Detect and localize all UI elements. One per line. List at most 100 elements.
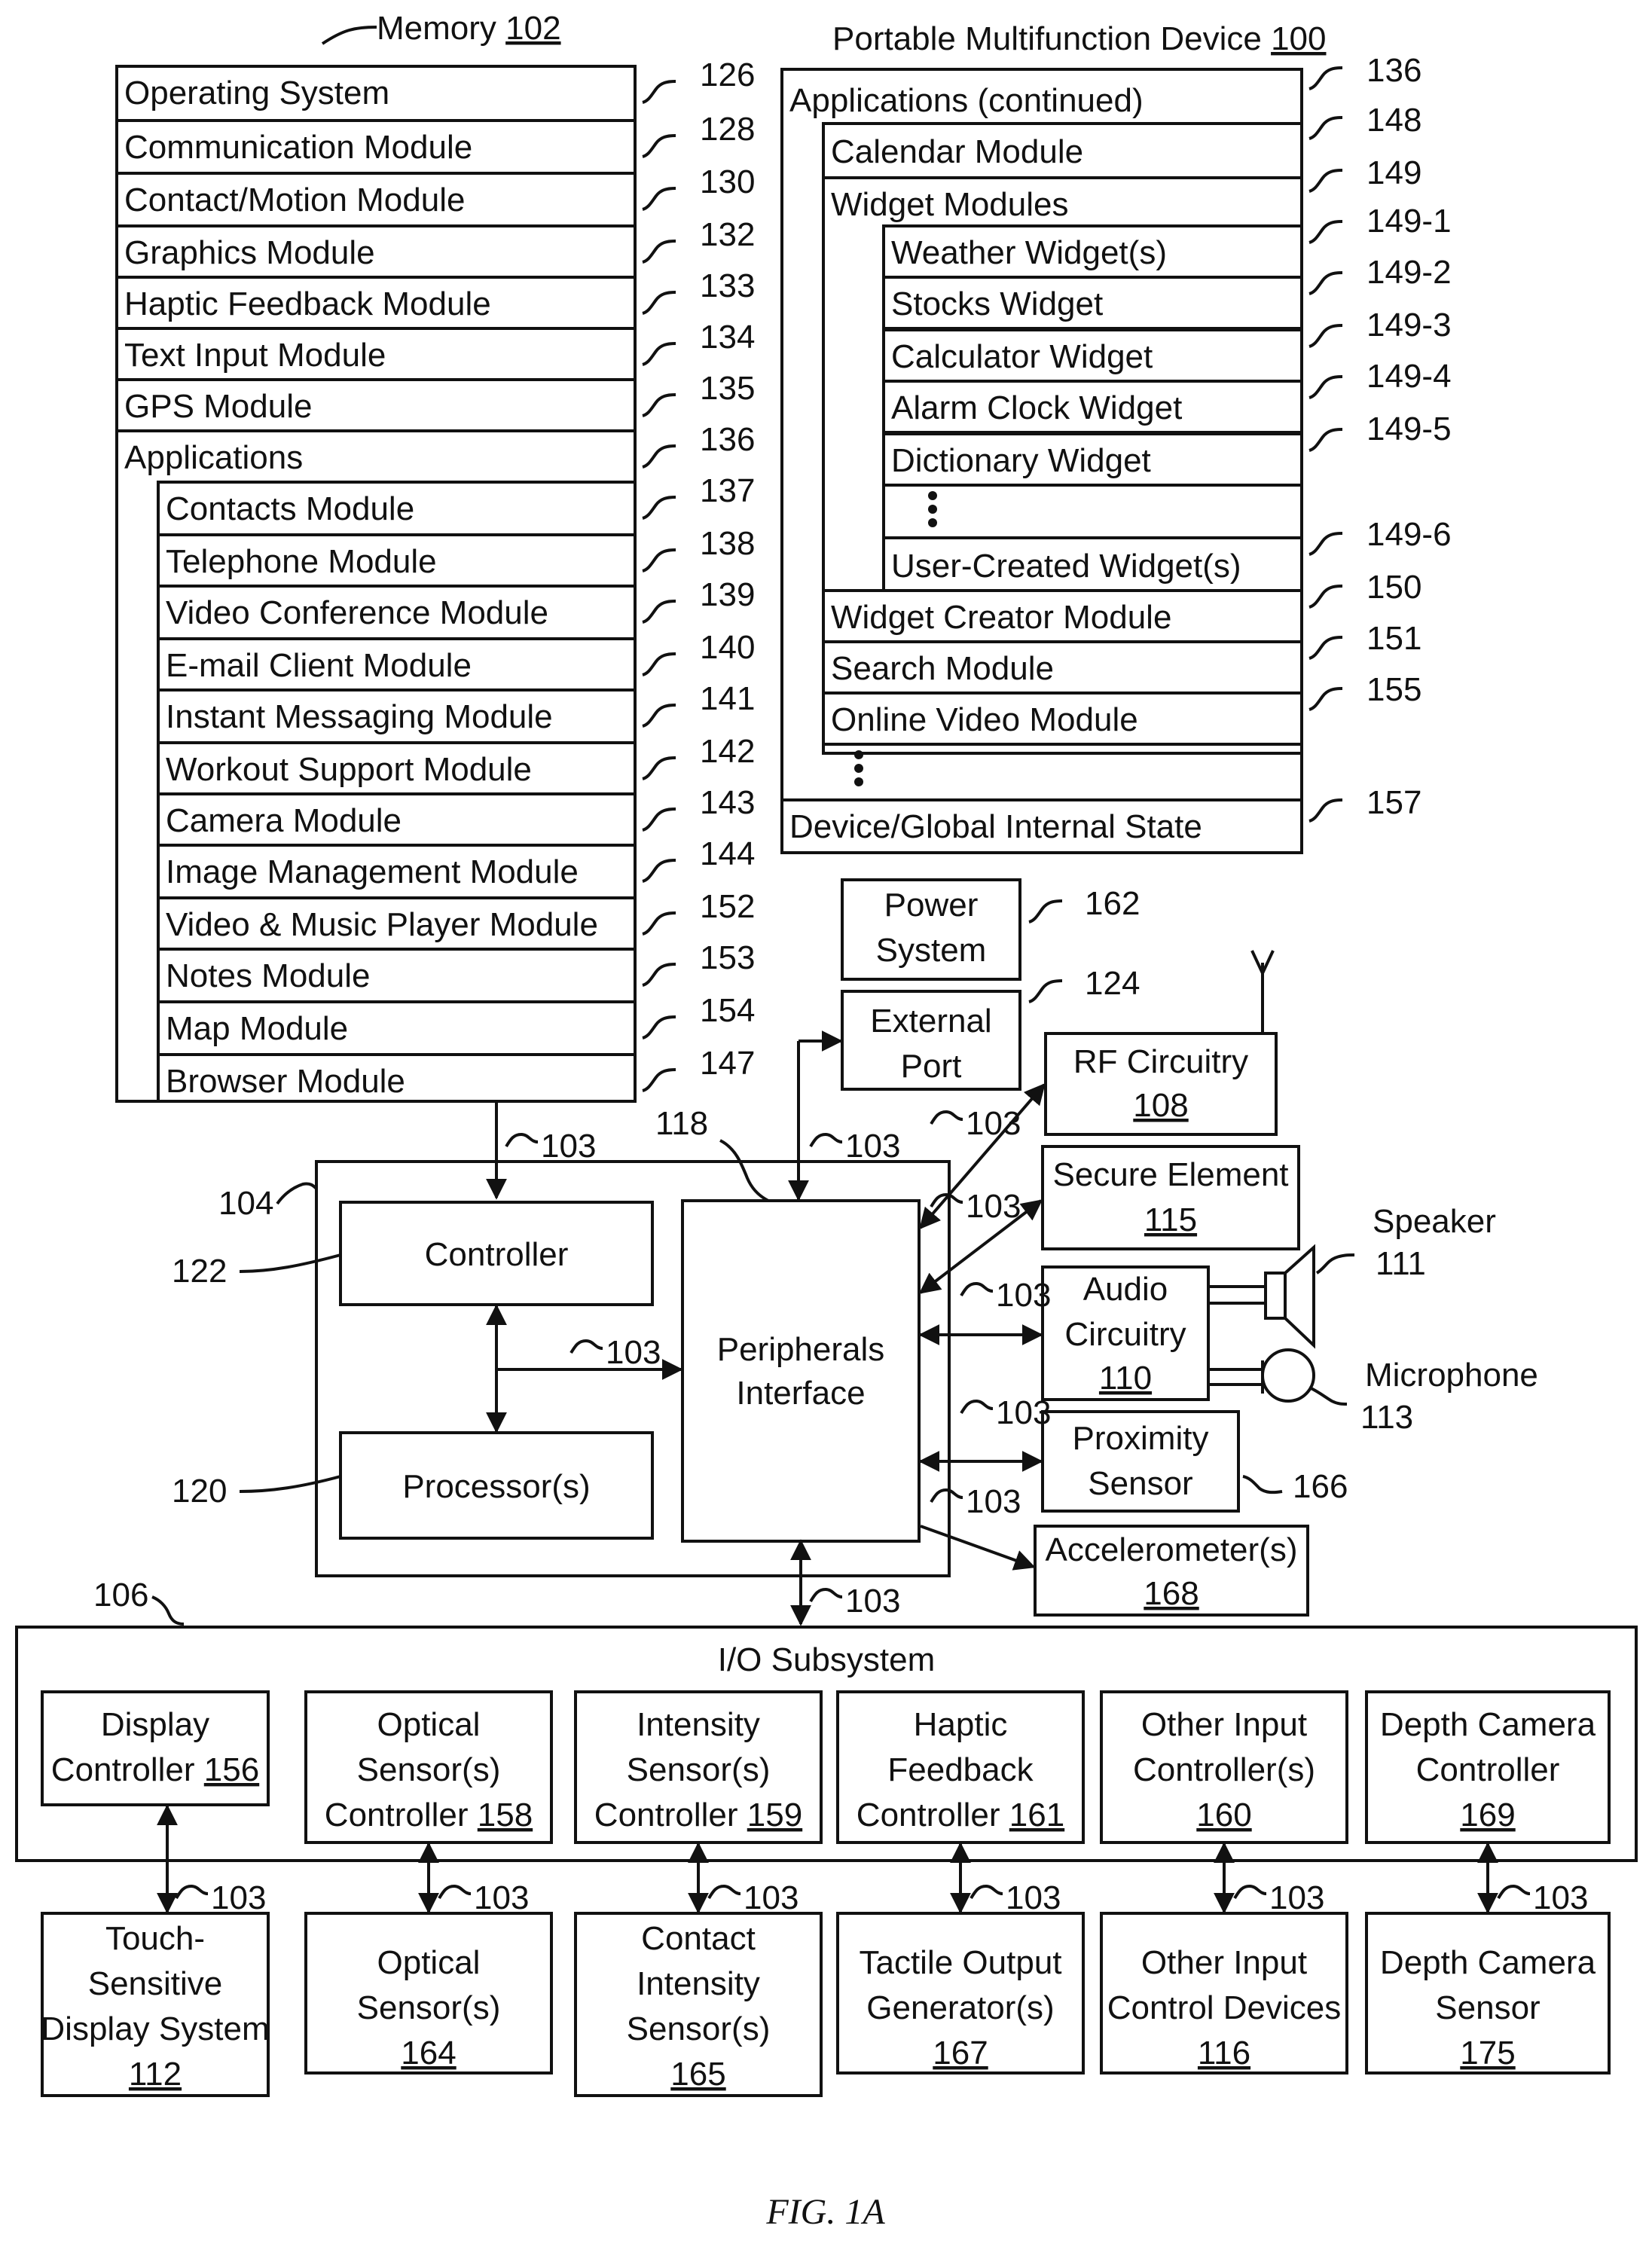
app-ref-1: 138 — [700, 525, 755, 562]
app-leader-1 — [643, 550, 676, 571]
memory-item-7: Applications — [124, 439, 303, 476]
memory-ref-7: 136 — [700, 421, 755, 458]
io-device-3-line-0: Tactile Output — [859, 1944, 1061, 1981]
io-controller-2-line-1: Sensor(s) — [627, 1751, 771, 1788]
bus-secure-label: 103 — [966, 1188, 1021, 1225]
memory-item-0: Operating System — [124, 75, 389, 111]
app-ref-9: 153 — [700, 939, 755, 976]
memory-item-5: Text Input Module — [124, 337, 386, 374]
widget-leader-2 — [1309, 325, 1342, 347]
peripherals-line-1: Interface — [736, 1375, 865, 1412]
device-module-1: Search Module — [831, 650, 1054, 687]
io-controller-5-line-0: Depth Camera — [1380, 1706, 1596, 1743]
device-title: Portable Multifunction Device 100 — [832, 20, 1326, 57]
memory-leader-4 — [643, 292, 676, 313]
memory-item-1: Communication Module — [124, 129, 472, 166]
widget-ref-3: 149-4 — [1366, 358, 1452, 395]
app-leader-4 — [643, 705, 676, 726]
io-device-5-line-0: Depth Camera — [1380, 1944, 1596, 1981]
audio-line-1: Circuitry — [1064, 1316, 1186, 1353]
widget-leader-5 — [1309, 533, 1342, 554]
widget-modules-ref: 149 — [1366, 154, 1421, 191]
speaker-cone-icon — [1285, 1247, 1314, 1345]
device-ellipsis-dot — [854, 750, 863, 759]
apps-continued-leader — [1309, 68, 1342, 89]
core-ref: 104 — [218, 1185, 273, 1222]
audio-line-0: Audio — [1083, 1271, 1168, 1308]
app-item-11: Browser Module — [166, 1063, 405, 1100]
apps-continued-ref: 136 — [1366, 52, 1421, 89]
external-line-0: External — [870, 1003, 991, 1040]
io-device-4-num: 116 — [1198, 2035, 1250, 2071]
io-controller-4-line-1: Controller(s) — [1133, 1751, 1315, 1788]
io-device-0-line-0: Touch- — [105, 1920, 205, 1957]
io-ref: 106 — [93, 1577, 148, 1614]
io-controller-5-num: 169 — [1460, 1797, 1515, 1833]
memory-item-2: Contact/Motion Module — [124, 182, 465, 218]
memory-leader-0 — [643, 81, 676, 102]
widget-ellipsis-dot — [928, 505, 937, 514]
widget-item-5: User-Created Widget(s) — [891, 548, 1241, 585]
bus-io-3-leader — [971, 1886, 1003, 1898]
bus-io-2-leader — [709, 1886, 740, 1898]
device-module-0: Widget Creator Module — [831, 599, 1171, 636]
bus-io-leader — [811, 1589, 842, 1601]
figure-caption: FIG. 1A — [765, 2192, 885, 2232]
speaker-ref: 111 — [1376, 1245, 1426, 1282]
peripherals-box — [682, 1201, 919, 1541]
app-leader-6 — [643, 809, 676, 830]
peripherals-ref: 118 — [655, 1105, 708, 1142]
io-device-2-line-0: Contact — [641, 1920, 756, 1957]
bus-io-4-label: 103 — [1269, 1879, 1324, 1916]
app-item-6: Camera Module — [166, 802, 402, 839]
external-leader — [1029, 981, 1062, 1002]
widget-ref-0: 149-1 — [1366, 203, 1452, 240]
state-leader — [1309, 800, 1342, 821]
state-label: Device/Global Internal State — [789, 808, 1202, 845]
rf-num: 108 — [1133, 1087, 1188, 1124]
secure-label: Secure Element — [1052, 1156, 1288, 1193]
external-ref: 124 — [1085, 965, 1140, 1002]
app-leader-9 — [643, 964, 676, 985]
app-item-7: Image Management Module — [166, 853, 579, 890]
memory-ref-5: 134 — [700, 319, 755, 356]
speaker-label: Speaker — [1373, 1203, 1496, 1240]
widget-item-2: Calculator Widget — [891, 338, 1153, 375]
apps-continued-label: Applications (continued) — [789, 82, 1144, 119]
widget-item-1: Stocks Widget — [891, 285, 1103, 322]
app-item-10: Map Module — [166, 1010, 348, 1047]
memory-ref-1: 128 — [700, 111, 755, 148]
accelerometer-num: 168 — [1144, 1575, 1199, 1612]
app-item-5: Workout Support Module — [166, 751, 532, 788]
speaker-magnet — [1266, 1273, 1285, 1318]
rf-label: RF Circuitry — [1073, 1043, 1248, 1080]
device-module-ref-1: 151 — [1366, 620, 1421, 657]
memory-leader-7 — [643, 446, 676, 467]
widget-ellipsis-dot — [928, 491, 937, 500]
widget-modules-label: Widget Modules — [831, 186, 1068, 223]
io-device-4-line-0: Other Input — [1141, 1944, 1307, 1981]
widget-item-0: Weather Widget(s) — [891, 234, 1167, 271]
bus-memory-label: 103 — [541, 1128, 596, 1165]
memory-leader-5 — [643, 343, 676, 365]
app-leader-0 — [643, 497, 676, 518]
device-module-leader-0 — [1309, 586, 1342, 607]
widget-ref-4: 149-5 — [1366, 411, 1452, 447]
io-controller-0-num: Controller 156 — [51, 1751, 259, 1788]
processor-ref: 120 — [172, 1473, 227, 1510]
microphone-ref: 113 — [1360, 1399, 1413, 1436]
proximity-leader — [1243, 1476, 1282, 1492]
memory-item-4: Haptic Feedback Module — [124, 285, 491, 322]
io-device-3-line-1: Generator(s) — [866, 1989, 1054, 2026]
memory-item-6: GPS Module — [124, 388, 312, 425]
app-ref-8: 152 — [700, 888, 755, 925]
io-controller-1-line-0: Optical — [377, 1706, 481, 1743]
memory-item-3: Graphics Module — [124, 234, 375, 271]
widget-leader-0 — [1309, 221, 1342, 243]
peripherals-leader — [720, 1140, 768, 1201]
external-line-1: Port — [901, 1048, 962, 1085]
io-device-0-num: 112 — [129, 2056, 182, 2093]
bus-io-0-label: 103 — [211, 1879, 266, 1916]
app-ref-7: 144 — [700, 835, 755, 872]
